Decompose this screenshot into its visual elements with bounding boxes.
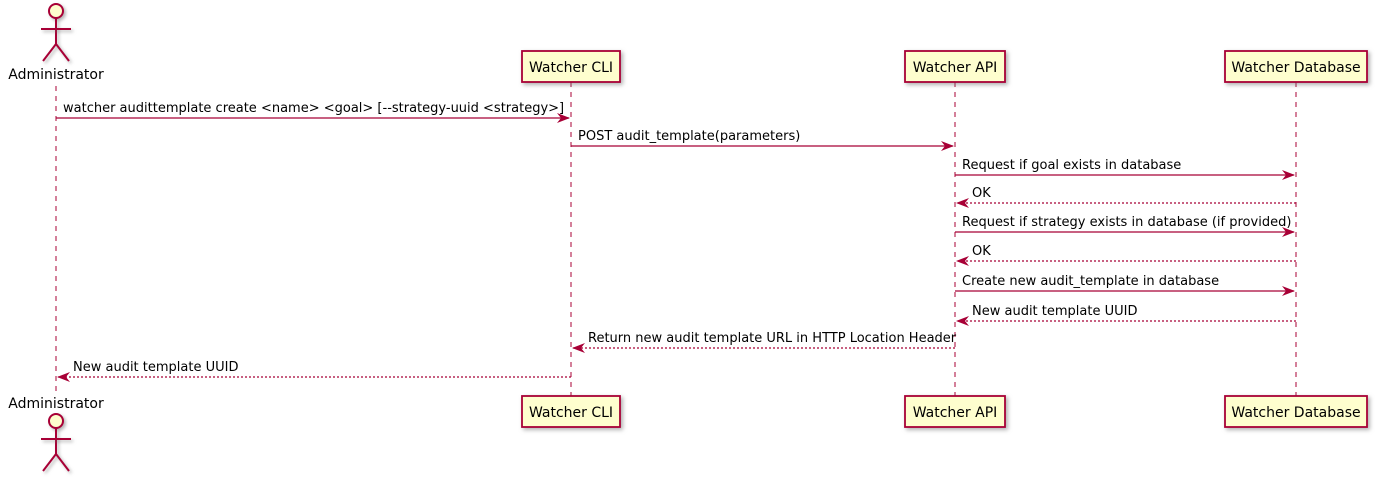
message-2: POST audit_template(parameters) (571, 129, 954, 151)
actor-figure-administrator-bottom (41, 413, 71, 472)
participant-label-watcher-database-bottom: Watcher Database (1231, 405, 1360, 421)
message-label: New audit template UUID (73, 360, 238, 375)
message-label: watcher audittemplate create <name> <goa… (63, 101, 564, 116)
participant-label-watcher-cli-bottom: Watcher CLI (529, 405, 613, 421)
message-arrowhead (956, 316, 969, 326)
participant-label-watcher-api-bottom: Watcher API (913, 405, 998, 421)
message-8: New audit template UUID (956, 304, 1296, 326)
message-label: POST audit_template(parameters) (578, 129, 800, 144)
message-4: OK (956, 186, 1296, 208)
message-label: Create new audit_template in database (962, 274, 1219, 289)
participant-label-watcher-database-top: Watcher Database (1231, 60, 1360, 76)
actor-leg-left (42, 453, 57, 472)
actor-leg-left (42, 43, 57, 62)
actor-leg-right (55, 453, 70, 472)
actor-label-administrator-top: Administrator (8, 67, 104, 83)
participant-box-watcher-cli-top (521, 50, 621, 83)
message-label: New audit template UUID (972, 304, 1137, 319)
message-label: OK (972, 186, 991, 201)
message-arrowhead (941, 141, 954, 151)
participant-label-watcher-cli-top: Watcher CLI (529, 60, 613, 76)
message-arrowhead (572, 343, 585, 353)
participant-box-watcher-database-bottom (1224, 395, 1368, 428)
message-9: Return new audit template URL in HTTP Lo… (572, 331, 957, 353)
participant-box-watcher-cli-bottom (521, 395, 621, 428)
message-arrowhead (1282, 227, 1295, 237)
message-label: Request if goal exists in database (962, 158, 1181, 173)
actor-head (48, 413, 64, 429)
participant-box-watcher-database-top (1224, 50, 1368, 83)
message-10: New audit template UUID (57, 360, 571, 382)
message-label: Return new audit template URL in HTTP Lo… (588, 331, 957, 346)
message-3: Request if goal exists in database (955, 158, 1295, 180)
actor-figure-administrator-top (41, 3, 71, 62)
participant-box-watcher-api-bottom (904, 395, 1006, 428)
message-7: Create new audit_template in database (955, 274, 1295, 296)
participant-box-watcher-api-top (904, 50, 1006, 83)
message-arrowhead (1282, 170, 1295, 180)
message-arrowhead (956, 198, 969, 208)
message-arrowhead (57, 372, 70, 382)
participant-label-watcher-api-top: Watcher API (913, 60, 998, 76)
message-arrowhead (557, 113, 570, 123)
message-6: OK (956, 244, 1296, 266)
actor-leg-right (55, 43, 70, 62)
actor-label-administrator-bottom: Administrator (8, 396, 104, 412)
message-label: Request if strategy exists in database (… (962, 215, 1291, 230)
message-5: Request if strategy exists in database (… (955, 215, 1295, 237)
message-1: watcher audittemplate create <name> <goa… (56, 101, 570, 123)
message-arrowhead (1282, 286, 1295, 296)
actor-head (48, 3, 64, 19)
message-arrowhead (956, 256, 969, 266)
message-label: OK (972, 244, 991, 259)
